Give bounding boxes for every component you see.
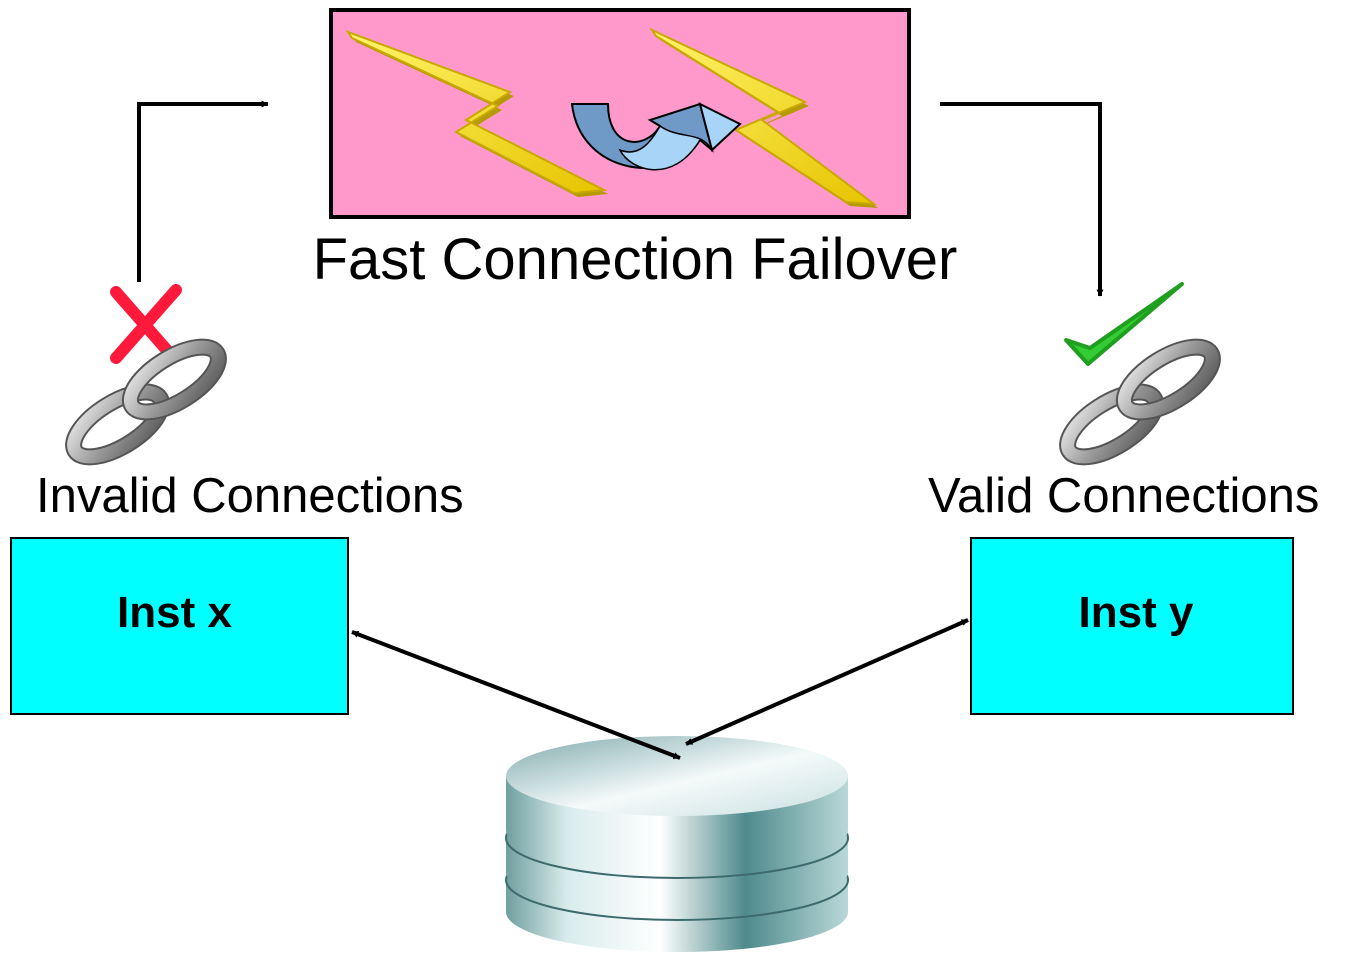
valid-connections-label: Valid Connections <box>928 469 1320 523</box>
lightning-bolt-icon <box>345 29 608 197</box>
invalid-connections-label: Invalid Connections <box>36 469 464 523</box>
invalid-to-failover-connector <box>137 100 269 282</box>
chain-link-icon <box>1059 338 1221 466</box>
instance-label: Inst y <box>1078 588 1194 637</box>
lightning-bolt-icon <box>649 27 878 208</box>
failover-arrow-icon <box>570 102 742 171</box>
green-check-icon <box>1064 282 1184 366</box>
inst-x-db-connector <box>351 630 681 760</box>
instance-box-y: Inst y <box>970 537 1294 715</box>
database-cylinder-icon <box>505 736 849 952</box>
chain-link-icon <box>65 338 227 466</box>
instance-label: Inst x <box>117 588 232 637</box>
fcf-title: Fast Connection Failover <box>312 227 958 292</box>
failover-to-valid-connector <box>940 102 1104 297</box>
failover-box <box>329 8 911 219</box>
instance-box-x: Inst x <box>10 537 349 715</box>
inst-y-db-connector <box>685 618 969 746</box>
red-x-icon <box>110 284 182 364</box>
